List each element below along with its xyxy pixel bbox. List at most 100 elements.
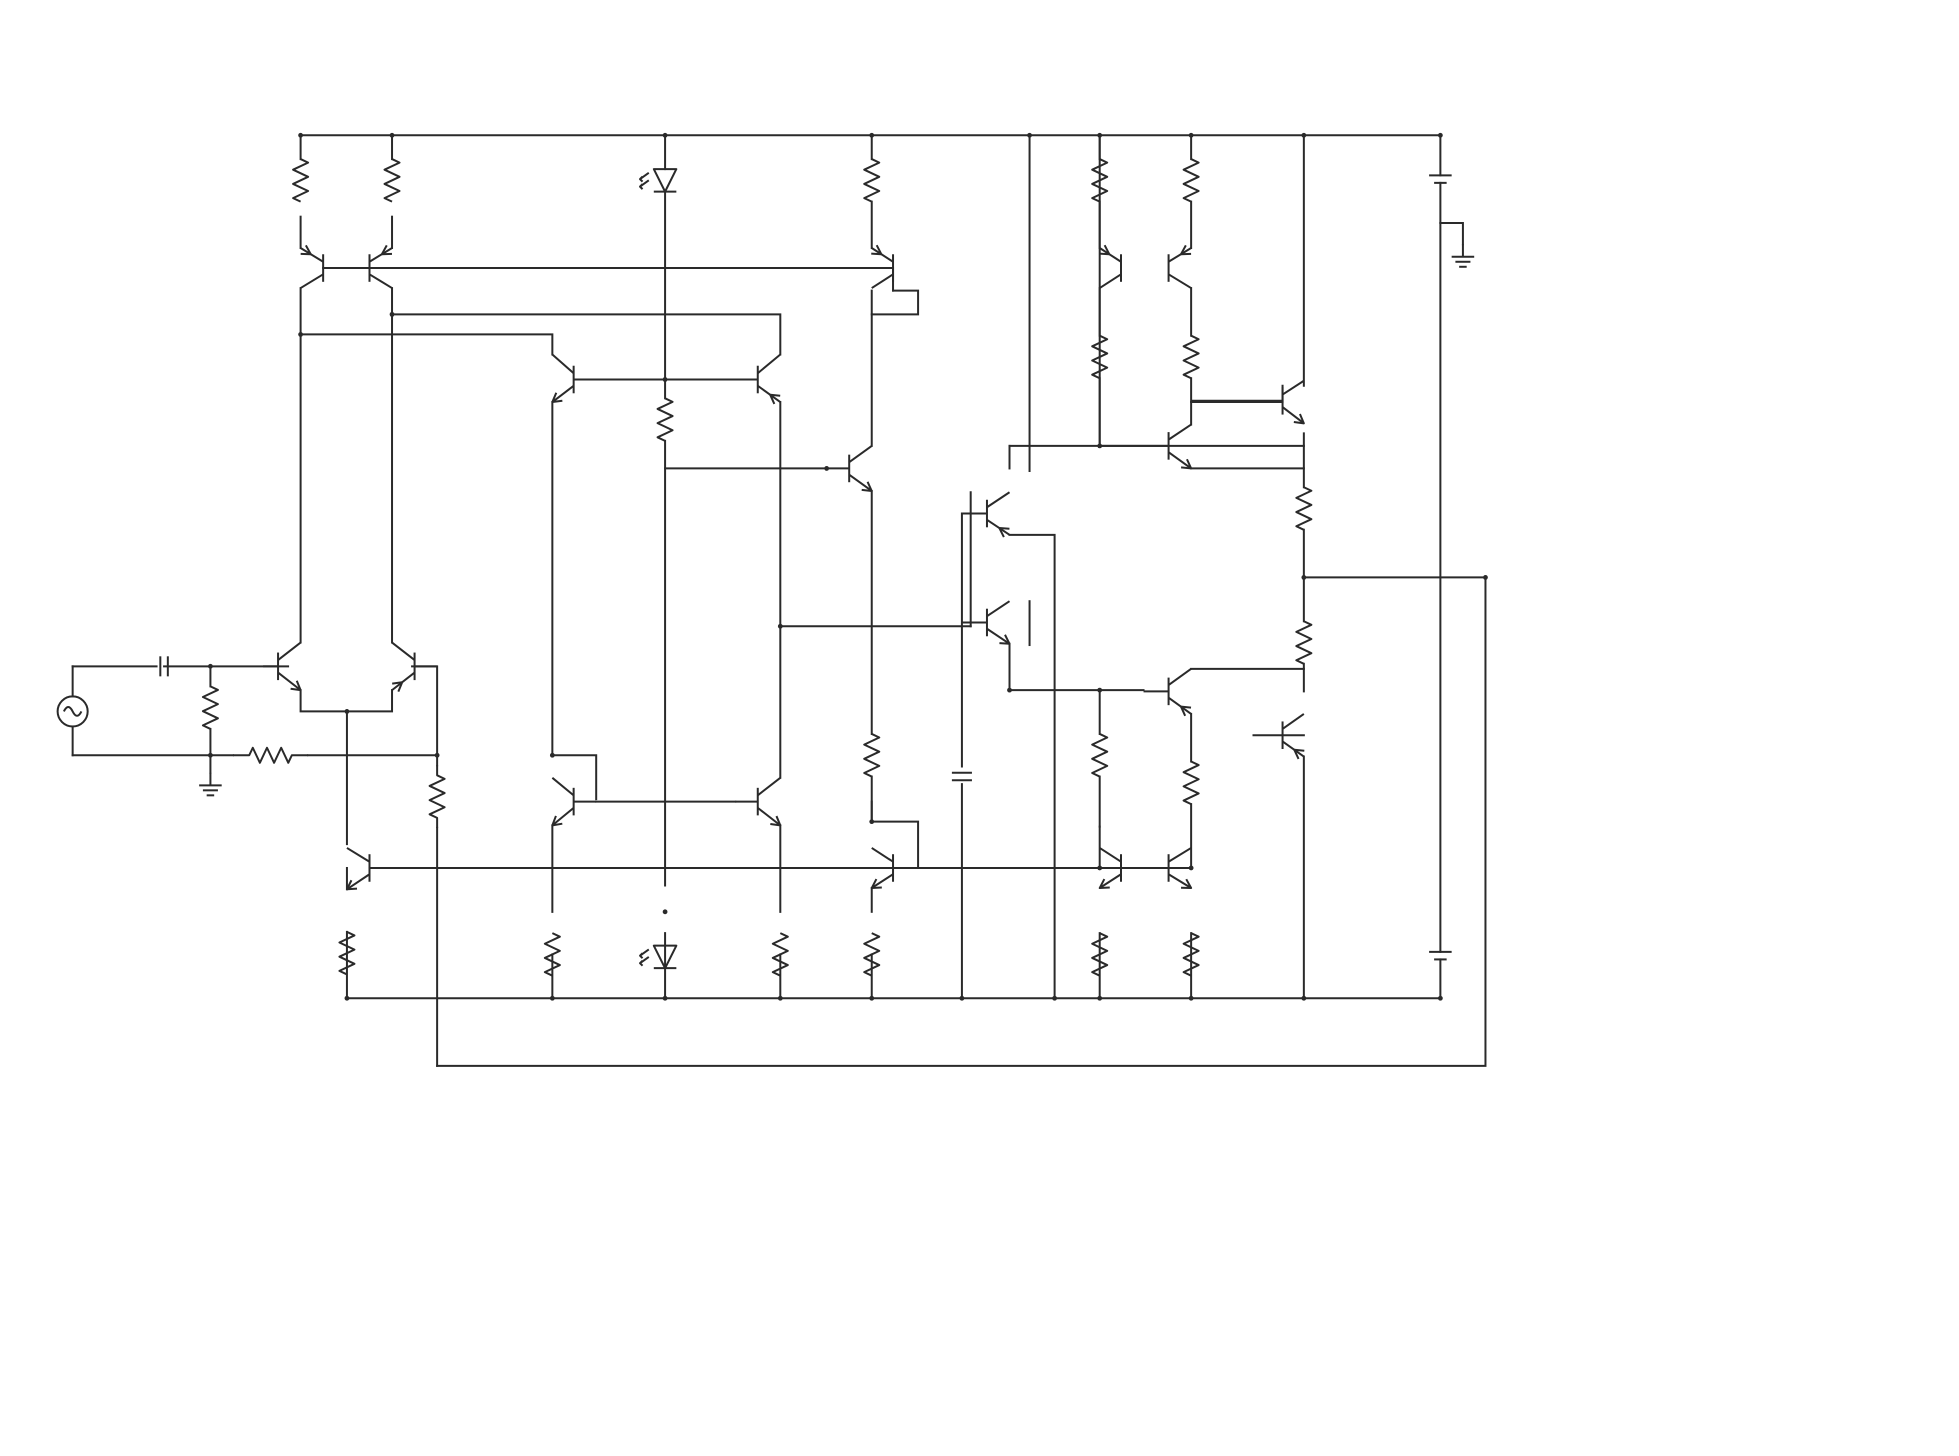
resistor xyxy=(1182,760,1200,806)
junction-dot xyxy=(1097,443,1103,449)
pnp-transistor xyxy=(1167,244,1192,289)
pnp-transistor xyxy=(1143,668,1192,717)
wire xyxy=(1008,533,1056,1000)
resistor xyxy=(232,746,309,764)
resistor xyxy=(292,158,310,203)
npn-transistor xyxy=(345,847,393,891)
junction-dot xyxy=(662,377,668,382)
junction-dots xyxy=(208,132,1488,1001)
npn-transistor xyxy=(735,777,782,827)
resistor xyxy=(863,158,881,203)
wire xyxy=(368,267,895,292)
pnp-transistor xyxy=(1099,244,1122,289)
junction-dot xyxy=(298,332,303,337)
resistor xyxy=(1182,932,1200,977)
junction-dot xyxy=(1007,687,1012,693)
resistor xyxy=(1091,733,1109,778)
junction-dot xyxy=(1301,575,1307,580)
junction-dot xyxy=(777,995,783,1001)
ground xyxy=(199,772,222,797)
junction-dot xyxy=(1301,132,1307,138)
junction-dot xyxy=(434,752,440,758)
wire xyxy=(391,313,782,356)
wires xyxy=(71,134,1487,1067)
junction-dot xyxy=(1097,995,1103,1001)
junction-dot xyxy=(777,623,783,629)
capacitor xyxy=(159,656,169,677)
resistor xyxy=(1091,334,1109,380)
junction-dot xyxy=(298,132,303,138)
junction-dot xyxy=(869,819,875,825)
wire xyxy=(1190,384,1284,404)
junction-dot xyxy=(208,752,213,758)
resistor xyxy=(863,733,881,778)
junction-dot xyxy=(208,663,213,669)
pnp-transistor xyxy=(1252,713,1305,760)
junction-dot xyxy=(1437,995,1443,1001)
junction-dot xyxy=(1188,132,1194,138)
resistor xyxy=(383,158,401,203)
junction-dot xyxy=(1097,687,1103,693)
resistor xyxy=(1295,620,1313,665)
junction-dot xyxy=(662,132,668,138)
resistor xyxy=(1295,486,1313,531)
wire xyxy=(299,333,554,356)
junction-dot xyxy=(1052,995,1058,1001)
ac-source xyxy=(56,695,89,728)
resistor xyxy=(201,685,219,730)
npn-transistor xyxy=(551,353,597,404)
junction-dot xyxy=(1188,995,1194,1001)
npn-transistor xyxy=(1143,847,1193,890)
npn-transistor xyxy=(1098,847,1144,890)
junction-dot xyxy=(1301,995,1307,1001)
led xyxy=(639,168,678,193)
resistor xyxy=(338,930,356,976)
wire xyxy=(870,800,920,869)
npn-transistor xyxy=(1191,379,1305,425)
junction-dot xyxy=(549,995,555,1001)
npn-transistor xyxy=(826,445,873,492)
junction-dot xyxy=(389,132,395,138)
junction-dot xyxy=(824,466,830,471)
junction-dot xyxy=(959,995,965,1001)
components xyxy=(56,158,1475,977)
junction-dot xyxy=(662,909,668,915)
junction-dot xyxy=(1188,865,1194,871)
capacitor xyxy=(951,771,972,782)
pnp-transistor xyxy=(871,244,895,289)
resistor xyxy=(1091,932,1109,977)
junction-dot xyxy=(869,132,875,138)
junction-dot xyxy=(389,311,395,317)
npn-transistor xyxy=(551,777,597,827)
resistor xyxy=(656,397,674,442)
junction-dot xyxy=(1027,132,1032,138)
junction-dot xyxy=(344,709,350,714)
npn-transistor xyxy=(961,600,1011,645)
wire xyxy=(551,754,598,801)
pnp-transistor xyxy=(391,641,438,692)
battery xyxy=(1429,174,1452,184)
wire xyxy=(299,689,394,713)
junction-dot xyxy=(344,995,350,1001)
npn-transistor xyxy=(263,641,302,692)
resistor xyxy=(543,932,561,977)
junction-dot xyxy=(869,995,875,1001)
resistor xyxy=(863,932,881,977)
resistor xyxy=(1182,334,1200,380)
pnp-transistor xyxy=(368,244,393,289)
resistor xyxy=(1182,158,1200,203)
battery xyxy=(1429,950,1452,961)
pnp-transistor xyxy=(961,491,1011,538)
junction-dot xyxy=(549,752,555,758)
led xyxy=(639,944,678,970)
resistor xyxy=(428,765,446,828)
junction-dot xyxy=(662,995,668,1001)
pnp-transistor xyxy=(735,353,781,405)
junction-dot xyxy=(1437,132,1443,138)
resistor xyxy=(771,932,789,977)
junction-dot xyxy=(1483,575,1488,580)
resistor xyxy=(1091,158,1109,203)
pnp-transistor xyxy=(300,244,325,289)
wire xyxy=(411,665,439,757)
